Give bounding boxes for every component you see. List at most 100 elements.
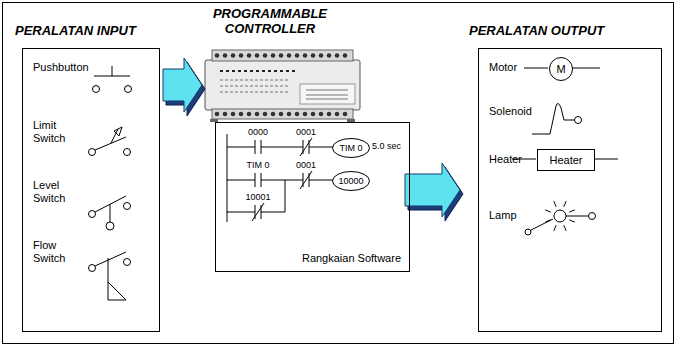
terminal-screw xyxy=(303,53,308,58)
terminal-screw xyxy=(343,112,348,117)
motor-symbol: M xyxy=(549,57,573,81)
lamp-ray xyxy=(569,210,575,212)
level-switch-symbol xyxy=(89,196,131,230)
terminal-screw xyxy=(215,53,220,58)
contact-address: 0001 xyxy=(296,127,316,138)
indicator-led xyxy=(280,70,283,72)
terminal-screw xyxy=(335,53,340,58)
indicator-row xyxy=(220,91,290,93)
terminal-screw xyxy=(343,53,348,58)
lamp-ray xyxy=(554,201,556,207)
outline-shape xyxy=(550,58,573,81)
lamp-ray xyxy=(545,220,551,222)
terminal-screw xyxy=(231,53,236,58)
device-name: Level Switch xyxy=(33,179,83,205)
outer-frame xyxy=(3,3,674,344)
indicator-led xyxy=(256,70,259,72)
terminal-strip xyxy=(212,109,353,119)
indicator-led xyxy=(232,70,235,72)
input-symbols xyxy=(89,66,132,300)
indicator-led xyxy=(226,70,229,72)
contact-address: 10001 xyxy=(245,192,270,203)
indicator-led xyxy=(286,70,289,72)
arrow-body xyxy=(163,58,202,112)
heater-symbol: Heater xyxy=(537,149,595,171)
terminal-screw xyxy=(255,112,260,117)
indicator-led xyxy=(262,70,265,72)
flow-switch-symbol xyxy=(89,252,131,300)
terminal-screw xyxy=(223,53,228,58)
terminal-screw xyxy=(223,112,228,117)
panel-heading: PROGRAMMABLE CONTROLLER xyxy=(200,6,340,36)
indicator-led xyxy=(244,70,247,72)
arrow-body xyxy=(405,163,460,217)
device-name: Limit Switch xyxy=(33,119,83,145)
lamp-ray xyxy=(564,201,566,207)
input-panel: PERALATAN INPUTPushbuttonLimit SwitchLev… xyxy=(22,48,160,332)
terminal-screw xyxy=(303,112,308,117)
indicator-row xyxy=(220,79,290,81)
terminal-screw xyxy=(327,53,332,58)
contact-address: 0000 xyxy=(248,127,268,138)
coil-label: 10000 xyxy=(338,176,363,187)
terminal-screw xyxy=(327,112,332,117)
device-name: Flow Switch xyxy=(33,239,83,265)
terminal-screw xyxy=(271,112,276,117)
nameplate-mark xyxy=(306,99,348,100)
terminal-screw xyxy=(319,112,324,117)
terminal-screw xyxy=(311,112,316,117)
plc-body xyxy=(205,60,360,110)
outline-shape xyxy=(333,139,370,158)
timer-coil: TIM 0 xyxy=(332,138,370,158)
terminal-screw xyxy=(263,112,268,117)
indicator-led xyxy=(220,70,223,72)
terminal-screw xyxy=(247,112,252,117)
terminal-screw xyxy=(215,112,220,117)
device-name: Pushbutton xyxy=(33,61,89,74)
caption-text: Rangkaian Software xyxy=(302,252,401,265)
contact-address: TIM 0 xyxy=(246,160,269,171)
terminal-screw xyxy=(319,53,324,58)
timer-setting: 5.0 sec xyxy=(372,141,401,152)
terminal-screw xyxy=(295,112,300,117)
terminal-screw xyxy=(255,53,260,58)
terminal-screw xyxy=(311,53,316,58)
lamp-ray xyxy=(545,210,551,212)
plc-unit: PROGRAMMABLE CONTROLLER xyxy=(205,50,360,120)
output-panel: PERALATAN OUTPUTMotorSolenoidHeaterLampM… xyxy=(478,48,662,332)
device-name: Motor xyxy=(489,61,517,74)
panel-heading: PERALATAN OUTPUT xyxy=(469,23,604,38)
indicator-led xyxy=(250,70,253,72)
terminal-screw xyxy=(239,112,244,117)
terminal-screw xyxy=(279,112,284,117)
indicator-led xyxy=(238,70,241,72)
solenoid-symbol xyxy=(532,103,582,134)
terminal-screw xyxy=(295,53,300,58)
terminal-screw xyxy=(231,112,236,117)
terminal-screw xyxy=(271,53,276,58)
limit-switch-symbol xyxy=(89,127,131,156)
lamp-ray xyxy=(554,225,556,231)
contact-address: 0001 xyxy=(296,160,316,171)
terminal-strip xyxy=(212,50,353,61)
terminal-screw xyxy=(287,112,292,117)
nameplate-mark xyxy=(306,90,348,91)
device-name: Lamp xyxy=(489,209,517,222)
output-symbols xyxy=(512,68,618,235)
terminal-screw xyxy=(279,53,284,58)
indicator-led xyxy=(274,70,277,72)
device-name: Solenoid xyxy=(489,105,532,118)
flow-arrow xyxy=(405,163,463,221)
terminal-screw xyxy=(335,112,340,117)
indicator-led xyxy=(292,70,295,72)
plc-unit xyxy=(205,50,360,122)
outline-shape xyxy=(333,172,370,191)
indicator-led xyxy=(268,70,271,72)
nameplate-mark xyxy=(306,95,348,96)
flow-arrow xyxy=(163,58,205,116)
ladder-diagram xyxy=(227,134,335,222)
lamp-ray xyxy=(564,225,566,231)
lamp-symbol xyxy=(525,201,596,235)
terminal-screw xyxy=(287,53,292,58)
motor-letter: M xyxy=(556,63,565,76)
